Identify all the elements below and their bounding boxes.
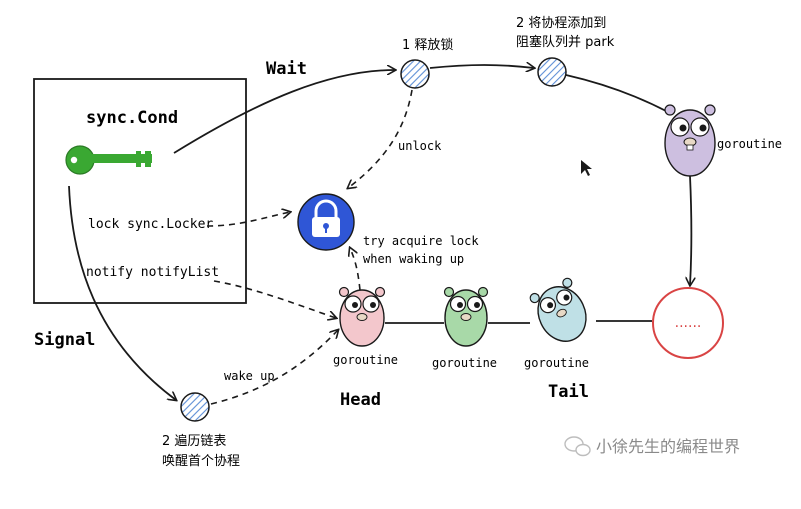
wait-arrow xyxy=(173,70,395,154)
traverse-label-line1: 2 遍历链表 xyxy=(162,433,226,449)
step1-node xyxy=(400,59,430,89)
step2-to-gopher-line xyxy=(565,74,669,113)
signal-label: Signal xyxy=(34,330,95,350)
head-label: Head xyxy=(340,390,381,410)
notify-field-label: notify notifyList xyxy=(86,265,219,280)
step1-to-step2-arrow xyxy=(429,65,534,68)
ellipsis-label: ...... xyxy=(675,315,702,331)
try-acquire-arrow xyxy=(350,248,361,291)
notify-field-arrow xyxy=(213,280,336,318)
wake-up-arrow xyxy=(210,330,338,405)
unlock-label: unlock xyxy=(398,139,442,153)
try-acquire-label-line1: try acquire lock xyxy=(363,234,479,248)
step2-label-line1: 2 将协程添加到 xyxy=(516,16,606,31)
signal-arrow xyxy=(68,185,176,400)
wake-up-label: wake up xyxy=(224,369,275,383)
unlock-arrow xyxy=(348,89,413,188)
gopher-middle-icon xyxy=(443,286,489,347)
gopher-waiting-label: goroutine xyxy=(717,137,782,151)
gopher-head-label: goroutine xyxy=(333,353,398,367)
wait-label: Wait xyxy=(266,59,307,79)
step1-label: 1 释放锁 xyxy=(402,37,453,53)
gopher-tail-label: goroutine xyxy=(524,356,589,370)
gopher-head-icon xyxy=(338,286,386,347)
gopher-waiting-icon xyxy=(664,104,716,177)
step2-label-line2: 阻塞队列并 park xyxy=(516,34,615,50)
wechat-watermark-icon xyxy=(564,436,591,457)
gopher-tail-icon xyxy=(529,277,587,342)
traverse-node xyxy=(180,392,210,422)
gopher-middle-label: goroutine xyxy=(432,356,497,370)
mouse-cursor-icon xyxy=(581,160,592,176)
lock-field-label: lock sync.Locker xyxy=(88,217,213,232)
try-acquire-label-line2: when waking up xyxy=(363,252,464,266)
lock-icon xyxy=(297,193,355,251)
lock-field-arrow xyxy=(206,212,290,227)
step2-node xyxy=(537,57,567,87)
traverse-label-line2: 唤醒首个协程 xyxy=(162,454,240,469)
sync-cond-title: sync.Cond xyxy=(86,108,178,128)
ellipsis-node xyxy=(652,287,724,359)
sync-cond-box xyxy=(33,78,247,304)
key-icon xyxy=(65,145,152,175)
gopher-to-ellipsis-arrow xyxy=(690,175,692,285)
tail-label: Tail xyxy=(548,382,589,402)
watermark-text: 小徐先生的编程世界 xyxy=(596,437,740,456)
